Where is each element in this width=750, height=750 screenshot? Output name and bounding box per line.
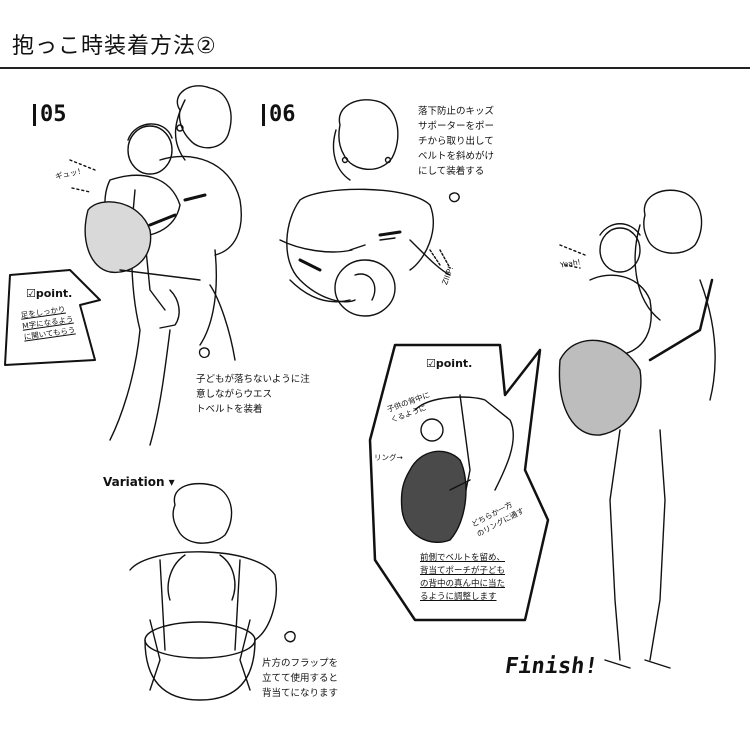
step-06-label: 06 bbox=[262, 104, 296, 126]
title-divider bbox=[0, 67, 750, 69]
checkbox-icon: ☑ bbox=[426, 357, 436, 370]
point-left-label-text: point. bbox=[35, 287, 73, 300]
point-right-text: 前側でベルトを留め、 背当てポーチが子ども の背中の真ん中に当た るように調整し… bbox=[420, 553, 506, 602]
step05-illustration bbox=[69, 85, 242, 446]
point-left-bubble bbox=[4, 269, 101, 366]
point-right-label: ☑point. bbox=[426, 357, 472, 370]
step06-note: 落下防止のキッズ サポーターをポー チから取り出して ベルトを斜めがけ にして装… bbox=[418, 106, 495, 177]
finish-illustration bbox=[558, 189, 716, 669]
step05-note: 子どもが落ちないように注意しながらウエス トベルトを装着 bbox=[196, 374, 310, 415]
variation-label: Variation ▾ bbox=[103, 475, 175, 489]
variation-note: 片方のフラップを 立てて使用すると 背当てになります bbox=[262, 658, 339, 699]
checkbox-icon: ☑ bbox=[26, 287, 36, 300]
finish-label: Finish! bbox=[503, 654, 600, 679]
point-right-label-text: point. bbox=[435, 357, 473, 370]
point-left-label: ☑point. bbox=[26, 287, 72, 300]
step06-illustration bbox=[279, 99, 460, 317]
point-right-ring-label: リング→ bbox=[374, 453, 403, 462]
variation-illustration bbox=[129, 482, 296, 701]
point-right-illustration bbox=[400, 394, 514, 544]
step-05-label: 05 bbox=[33, 104, 67, 126]
page-title: 抱っこ時装着方法② bbox=[12, 34, 217, 59]
